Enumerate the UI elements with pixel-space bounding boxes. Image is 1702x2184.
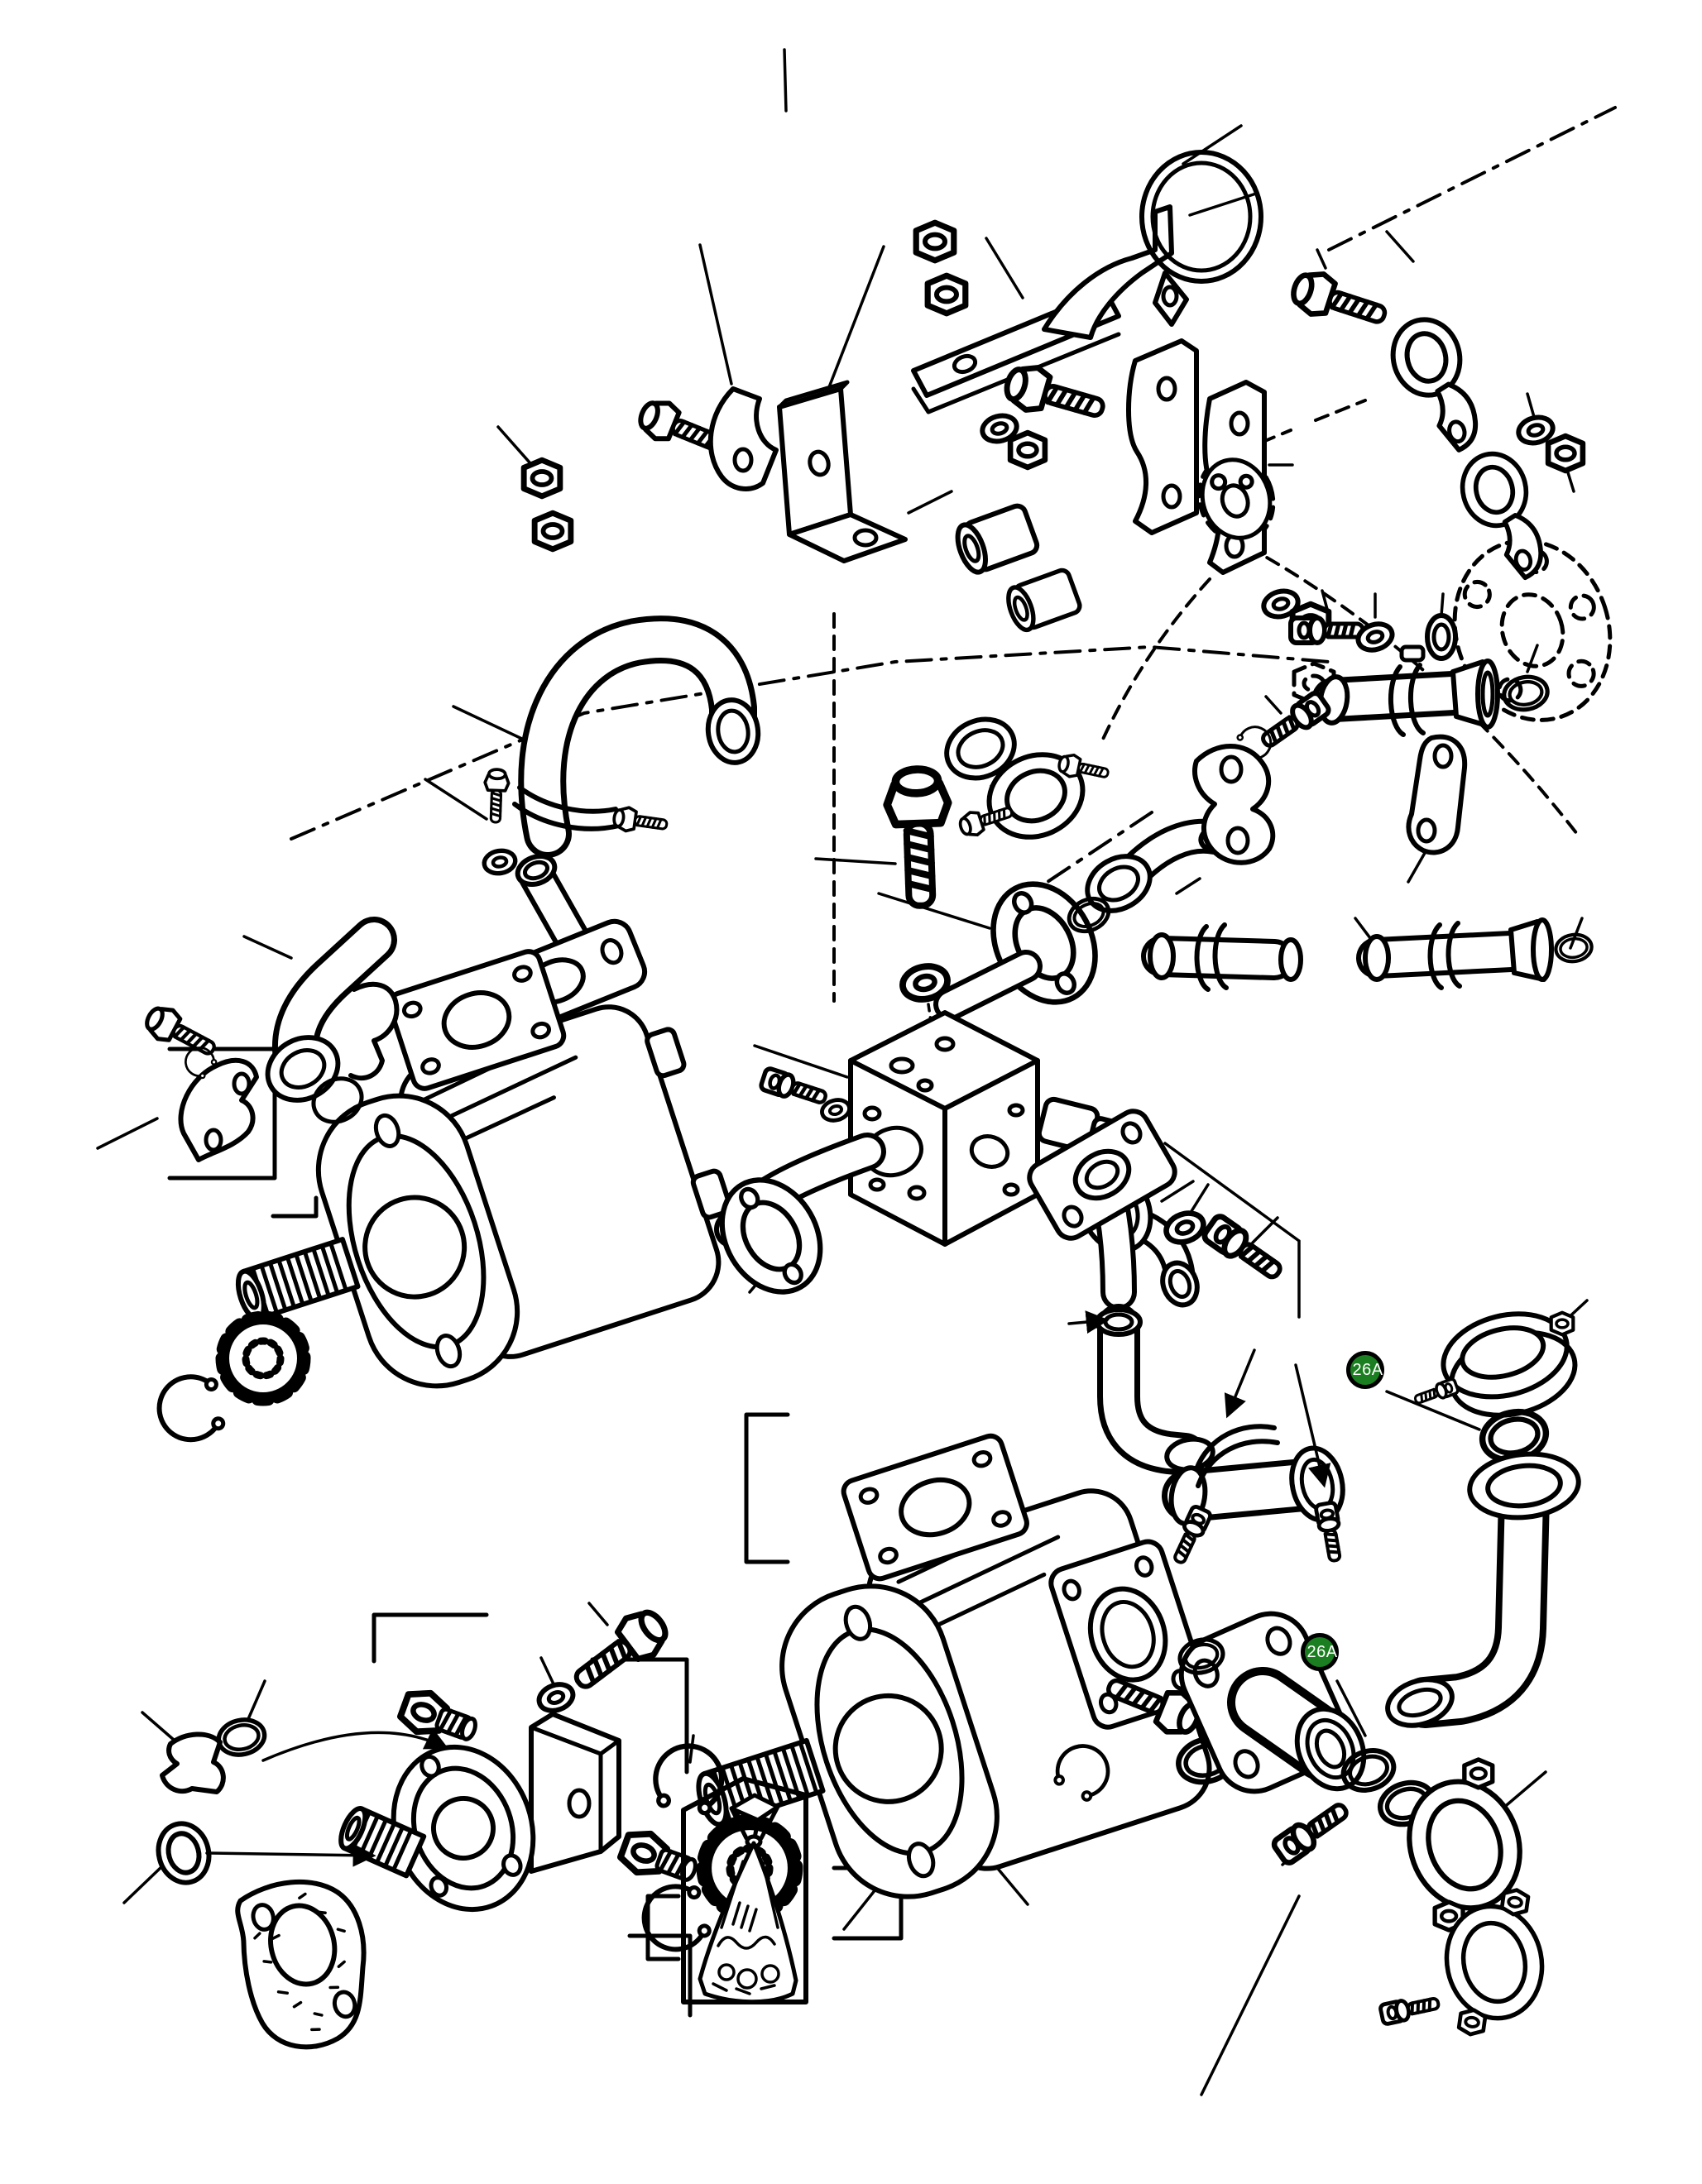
pipe-fitting-group	[1141, 613, 1594, 992]
retaining-ring	[1139, 150, 1263, 327]
rubber-elbow-hose	[1095, 1304, 1215, 1476]
elbow-o-ring	[311, 1076, 364, 1124]
saddle-bracket	[1192, 744, 1276, 865]
drive-coupling-1	[222, 1317, 304, 1400]
pipe-end-b	[1141, 922, 1303, 992]
seal-ring-clamp-cluster	[944, 716, 1241, 937]
badge-label: 26A	[1306, 1642, 1338, 1661]
mounting-bracket-group	[524, 380, 908, 563]
strap-clamp	[707, 386, 779, 491]
standpipe-clamp	[1412, 1301, 1578, 1418]
curved-strap	[1042, 204, 1174, 340]
clamp-half-right	[348, 981, 400, 1081]
flanged-elbow-down	[1027, 1109, 1177, 1310]
hydraulic-pump-2	[696, 1433, 1212, 1899]
standpipe-elbow	[1385, 1451, 1581, 1728]
snap-ring-1	[155, 1372, 226, 1445]
part-callout-badge-1[interactable]: 26A	[1346, 1351, 1384, 1389]
badge-label: 26A	[1352, 1360, 1383, 1379]
spacer-bushings	[955, 503, 1082, 633]
clamp-block-a	[1126, 338, 1199, 535]
hose-clamp-band	[512, 785, 621, 831]
angle-bracket	[777, 380, 908, 563]
hardware-bag-group	[681, 1776, 808, 2004]
plastic-bag	[698, 1793, 798, 2004]
interpump-hose-group	[1027, 1109, 1350, 1566]
steering-pump-body	[338, 1712, 621, 1913]
hose-clamp-group	[1200, 267, 1583, 587]
part-callout-badge-2[interactable]: 26A	[1301, 1633, 1339, 1671]
pump2-top-port	[841, 1433, 1029, 1582]
left-elbow-fitting	[141, 917, 400, 1162]
support-bracket-group	[911, 150, 1329, 640]
hydraulic-pump-1	[235, 949, 733, 1389]
steering-pump-group	[156, 1602, 727, 2050]
pump-gasket	[235, 1879, 367, 2050]
pump1-splined-shaft	[235, 1237, 361, 1322]
gasket-flange	[1200, 457, 1273, 540]
curved-suction-hose	[482, 615, 761, 875]
seal-ring	[156, 1821, 212, 1885]
pipe-end-c	[1356, 917, 1594, 990]
callout-box-arrows	[1067, 1142, 1331, 1488]
pipe-end-a	[1311, 644, 1550, 737]
pump-rotor-piece	[160, 1731, 226, 1794]
right-standpipe-group	[1385, 1301, 1581, 1728]
pump1-top-port	[386, 949, 567, 1091]
